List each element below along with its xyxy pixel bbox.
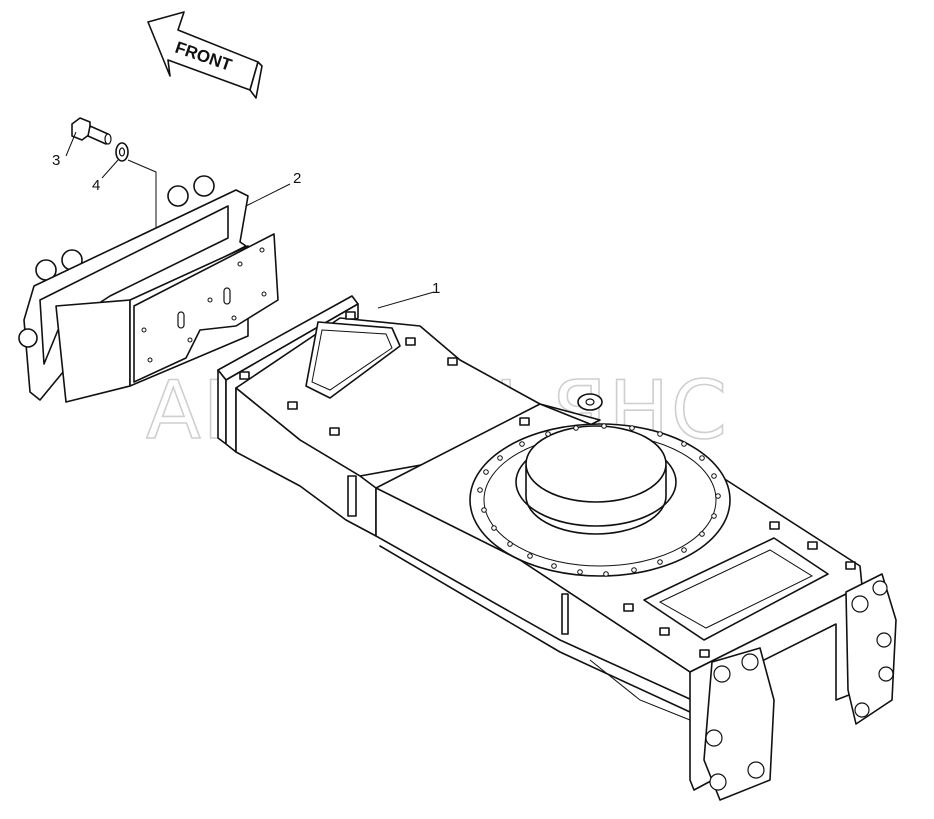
washer-part-4: [115, 142, 129, 162]
bolt-part-3: [71, 117, 112, 145]
rear-lug-plates: [703, 573, 897, 801]
front-bracket-part-2: [18, 175, 279, 403]
callout-3: 3: [52, 152, 60, 169]
front-direction-arrow: FRONT: [147, 11, 263, 99]
frame-bosses: [239, 311, 856, 658]
main-frame-part-1: [217, 295, 897, 801]
callout-2: 2: [293, 170, 301, 187]
callout-1: 1: [432, 280, 440, 297]
callout-4: 4: [92, 177, 100, 194]
leader-lines: [65, 131, 435, 309]
slewing-ring-bolt-holes: [477, 423, 721, 577]
